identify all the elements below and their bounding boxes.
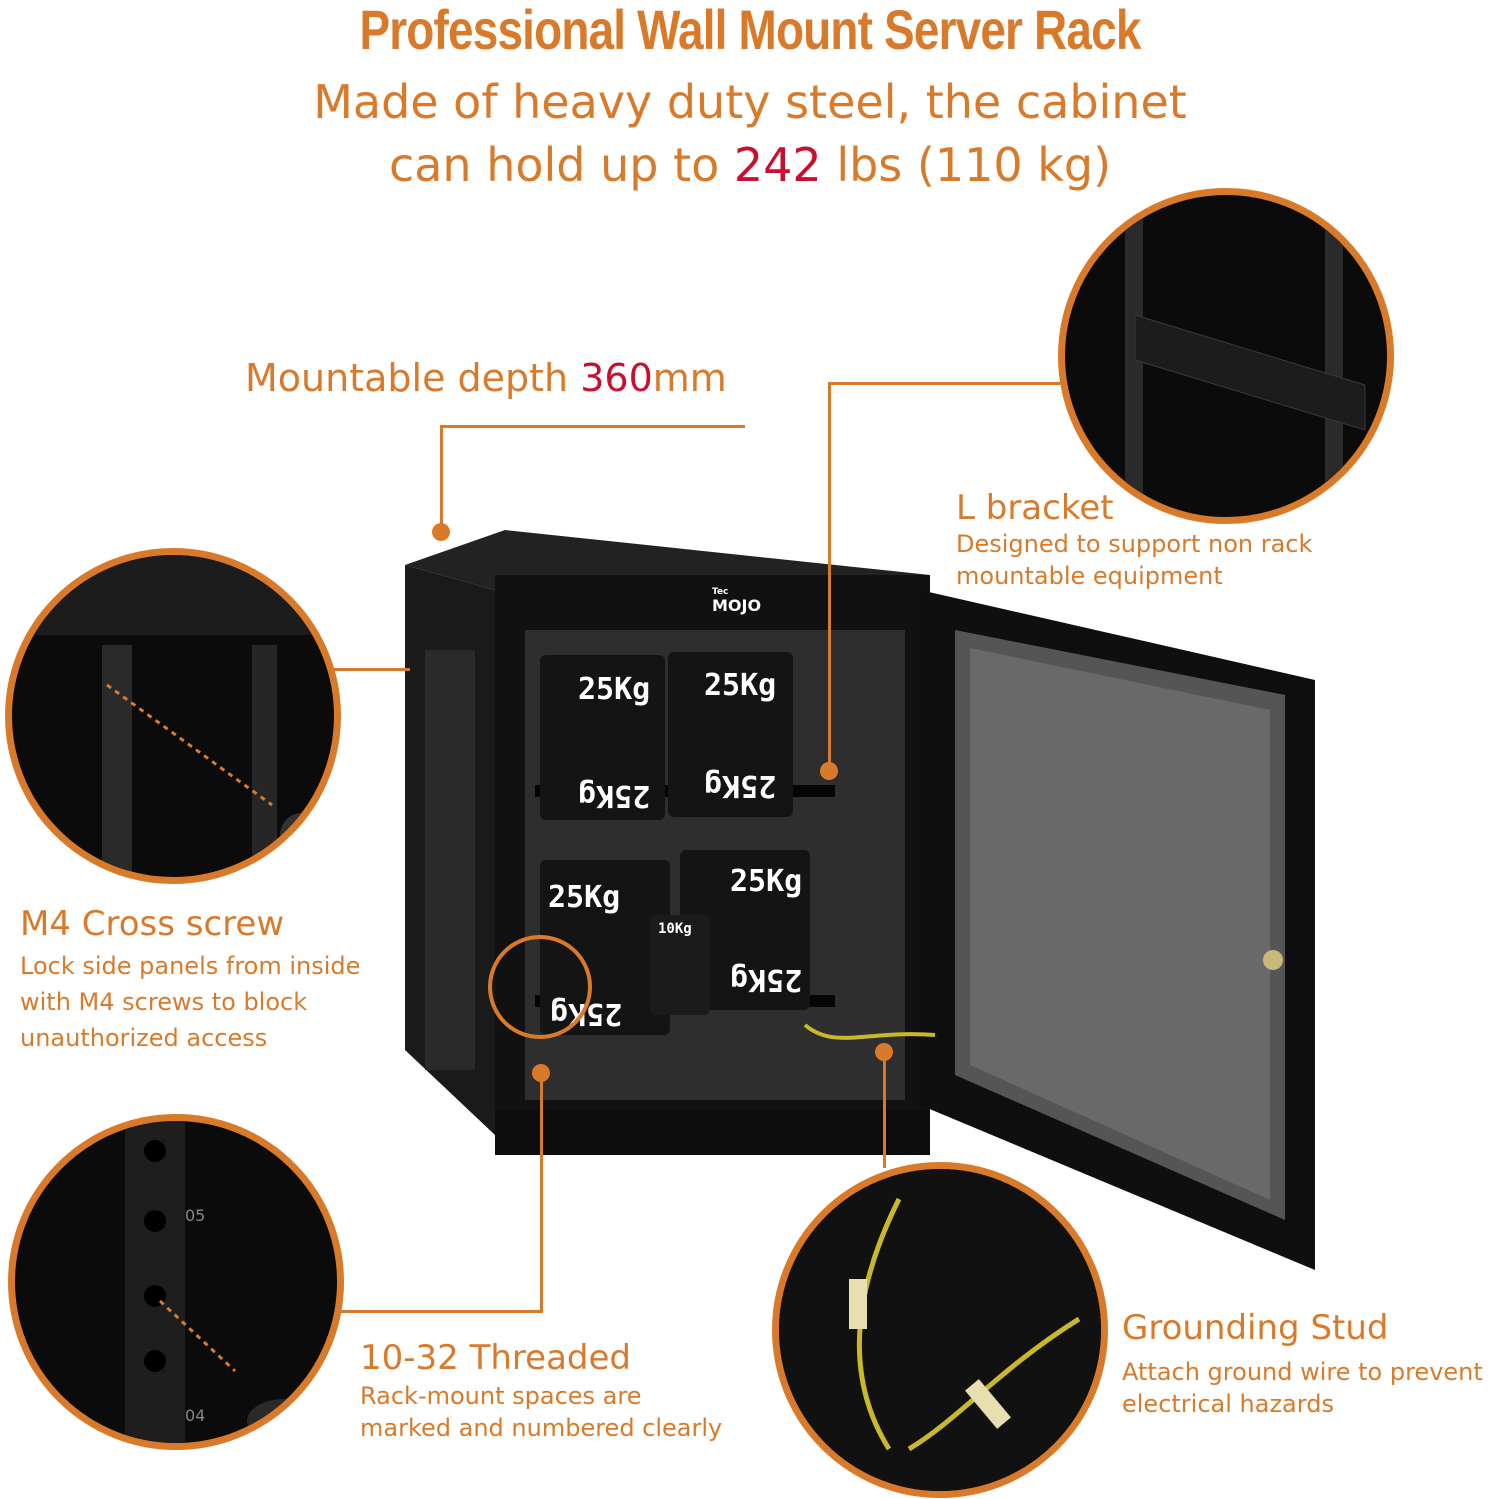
depth-marker-dot: [432, 523, 450, 541]
l-bracket-detail-image: [1058, 188, 1394, 524]
l-bracket-leader-h: [830, 382, 1062, 385]
subtitle-prefix: can hold up to: [388, 138, 734, 192]
grounding-title: Grounding Stud: [1122, 1308, 1389, 1348]
threaded-marker-dot: [532, 1064, 550, 1082]
m4-screw-title: M4 Cross screw: [20, 904, 285, 944]
depth-suffix: mm: [652, 356, 727, 400]
threaded-title: 10-32 Threaded: [360, 1338, 631, 1378]
rail-number: 04: [185, 1406, 205, 1425]
depth-leader-v: [440, 425, 443, 525]
weight-label: 25Kg: [730, 864, 803, 899]
m4-screw-leader: [330, 668, 410, 671]
grounding-desc-1: Attach ground wire to prevent: [1122, 1358, 1483, 1386]
l-bracket-desc-1: Designed to support non rack: [956, 530, 1313, 558]
l-bracket-title: L bracket: [956, 488, 1114, 528]
weight-label: 25Kg: [548, 880, 621, 915]
brand-name: MOJO: [712, 596, 762, 615]
weight-label-small: 10Kg: [658, 921, 692, 937]
m4-screw-desc-2: with M4 screws to block: [20, 988, 308, 1016]
page-title: Professional Wall Mount Server Rack: [359, 0, 1141, 61]
subtitle-suffix: lbs (110 kg): [821, 138, 1112, 192]
subtitle-line-1: Made of heavy duty steel, the cabinet: [313, 75, 1187, 129]
m4-screw-detail-image: [5, 548, 341, 884]
grounding-desc-2: electrical hazards: [1122, 1390, 1334, 1418]
rail-number: 05: [185, 1206, 205, 1225]
l-bracket-leader-v: [828, 382, 831, 767]
grounding-leader: [883, 1050, 886, 1168]
depth-prefix: Mountable depth: [245, 356, 581, 400]
l-bracket-desc-2: mountable equipment: [956, 562, 1223, 590]
brand-logo: Tec MOJO: [712, 587, 762, 616]
weight-25kg-1: [540, 655, 665, 820]
brand-small: Tec: [712, 587, 729, 597]
grounding-stud-detail-image: [772, 1162, 1108, 1498]
weight-capacity-highlight: 242: [733, 138, 822, 192]
weight-label-mirrored: 25Kg: [704, 768, 777, 803]
threaded-leader-v: [540, 1075, 543, 1313]
threaded-leader-h: [335, 1310, 543, 1313]
weight-10kg: [650, 915, 710, 1015]
subtitle-line-2: can hold up to 242 lbs (110 kg): [0, 135, 1500, 195]
threaded-desc-1: Rack-mount spaces are: [360, 1382, 642, 1410]
depth-leader-h: [440, 425, 745, 428]
weight-25kg-2: [668, 652, 793, 817]
l-bracket-marker-dot: [820, 762, 838, 780]
rail-highlight-circle: [488, 935, 592, 1039]
threaded-rail-detail-image: 05 04: [8, 1114, 344, 1450]
depth-label: Mountable depth 360mm: [245, 358, 727, 398]
threaded-desc-2: marked and numbered clearly: [360, 1414, 723, 1442]
depth-highlight: 360: [580, 356, 653, 400]
weight-label: 25Kg: [704, 668, 777, 703]
weight-label-mirrored: 25Kg: [730, 962, 803, 997]
m4-screw-desc-1: Lock side panels from inside: [20, 952, 361, 980]
server-rack-cabinet: [405, 530, 1315, 1270]
grounding-marker-dot: [875, 1043, 893, 1061]
m4-screw-desc-3: unauthorized access: [20, 1024, 268, 1052]
weight-label-mirrored: 25Kg: [578, 778, 651, 813]
side-vent: [425, 650, 475, 1070]
weight-label: 25Kg: [578, 672, 651, 707]
